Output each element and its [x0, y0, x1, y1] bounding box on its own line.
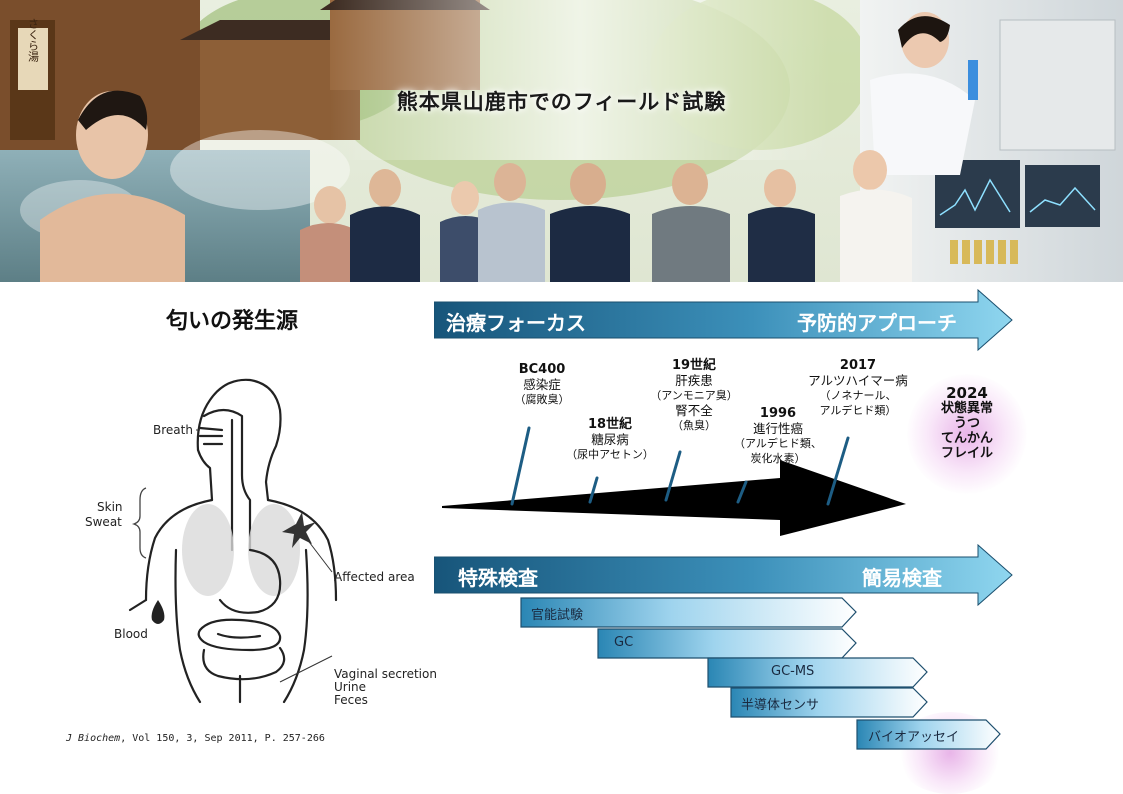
timeline-condition: フレイル — [940, 446, 993, 461]
method-bioassay: バイオアッセイ — [868, 730, 960, 745]
label-vaginal-secretion: Vaginal secretion — [334, 667, 437, 681]
timeline-2024: 2024 状態異常 うつ てんかん フレイル — [922, 384, 1012, 462]
label-breath: Breath — [153, 423, 193, 437]
timeline-year: 2017 — [839, 358, 877, 373]
timeline-bc400: BC400 感染症 （腐敗臭） — [492, 362, 592, 407]
label-skin: Skin — [97, 500, 123, 514]
banner-title: 熊本県山鹿市でのフィールド試験 — [396, 90, 727, 114]
bar-bioassay — [856, 719, 1001, 750]
tick-bc400 — [510, 426, 531, 506]
label-urine: Urine — [334, 680, 367, 694]
focus-arrow — [434, 288, 1013, 352]
method-sensory-test: 官能試験 — [531, 608, 584, 623]
tick-19c — [664, 450, 682, 502]
timeline-odor: （アルデヒド類、 — [734, 437, 822, 450]
bathhouse-sign: さくら湯 — [27, 18, 40, 63]
bar-gc-ms — [707, 657, 928, 688]
method-gc-ms: GC-MS — [771, 664, 815, 679]
timeline-disease: 糖尿病 — [591, 432, 629, 447]
timeline-18c: 18世紀 糖尿病 （尿中アセトン） — [555, 417, 665, 462]
method-gc: GC — [614, 635, 634, 650]
method-bars — [520, 597, 1001, 750]
bar-gc — [597, 628, 857, 659]
test-type-arrow — [434, 543, 1013, 607]
odor-source-title: 匂いの発生源 — [166, 309, 299, 334]
timeline-odor-line2: 炭化水素） — [750, 452, 806, 465]
timeline-year: 18世紀 — [587, 417, 633, 432]
label-feces: Feces — [334, 693, 368, 707]
timeline-year: 19世紀 — [671, 358, 717, 373]
human-body-diagram — [128, 378, 338, 704]
test-left-label: 特殊検査 — [458, 566, 538, 590]
timeline-19c: 19世紀 肝疾患 （アンモニア臭） 腎不全 （魚臭） — [638, 358, 750, 433]
bar-sensory-test — [520, 597, 857, 628]
glow-2024 — [907, 374, 1027, 494]
tick-18c — [588, 476, 599, 504]
test-right-label: 簡易検査 — [862, 566, 942, 590]
tick-1996 — [736, 480, 748, 504]
timeline-disease: 肝疾患 — [675, 373, 713, 388]
timeline-disease: 進行性癌 — [752, 421, 803, 436]
field-trial-banner: さくら湯 — [0, 0, 1123, 282]
timeline-condition: 状態異常 — [940, 401, 993, 416]
timeline-odor: （尿中アセトン） — [566, 448, 654, 461]
label-blood: Blood — [114, 627, 148, 641]
timeline-1996: 1996 進行性癌 （アルデヒド類、 炭化水素） — [722, 406, 834, 466]
timeline-odor-line2: アルデヒド類） — [819, 404, 897, 417]
focus-left-label: 治療フォーカス — [446, 311, 586, 335]
tick-2017 — [826, 436, 850, 506]
citation-journal: J Biochem — [66, 733, 121, 744]
timeline-year: 2024 — [946, 384, 988, 402]
banner-photo-collage: さくら湯 — [0, 0, 1123, 282]
bar-semiconductor-sensor — [730, 687, 928, 718]
timeline-disease: 感染症 — [523, 377, 561, 392]
citation: J Biochem, Vol 150, 3, Sep 2011, P. 257-… — [66, 733, 325, 744]
timeline-odor-2: （魚臭） — [672, 419, 716, 432]
timeline-odor: （腐敗臭） — [514, 393, 570, 406]
focus-right-label: 予防的アプローチ — [797, 311, 957, 335]
timeline-year: BC400 — [518, 362, 566, 377]
timeline-condition: てんかん — [940, 431, 993, 446]
timeline-odor: （アンモニア臭） — [650, 389, 738, 402]
label-affected-area: Affected area — [334, 570, 415, 584]
method-semiconductor-sensor: 半導体センサ — [741, 698, 820, 713]
timeline-disease: アルツハイマー病 — [808, 373, 908, 388]
timeline-arrow — [442, 426, 906, 536]
timeline-2017: 2017 アルツハイマー病 （ノネナール、 アルデヒド類） — [792, 358, 924, 418]
timeline-condition: うつ — [953, 416, 980, 431]
timeline-odor: （ノネナール、 — [819, 389, 897, 402]
timeline-year: 1996 — [759, 406, 797, 421]
citation-details: , Vol 150, 3, Sep 2011, P. 257-266 — [120, 733, 325, 744]
timeline-disease-2: 腎不全 — [675, 403, 713, 418]
label-sweat: Sweat — [85, 515, 122, 529]
